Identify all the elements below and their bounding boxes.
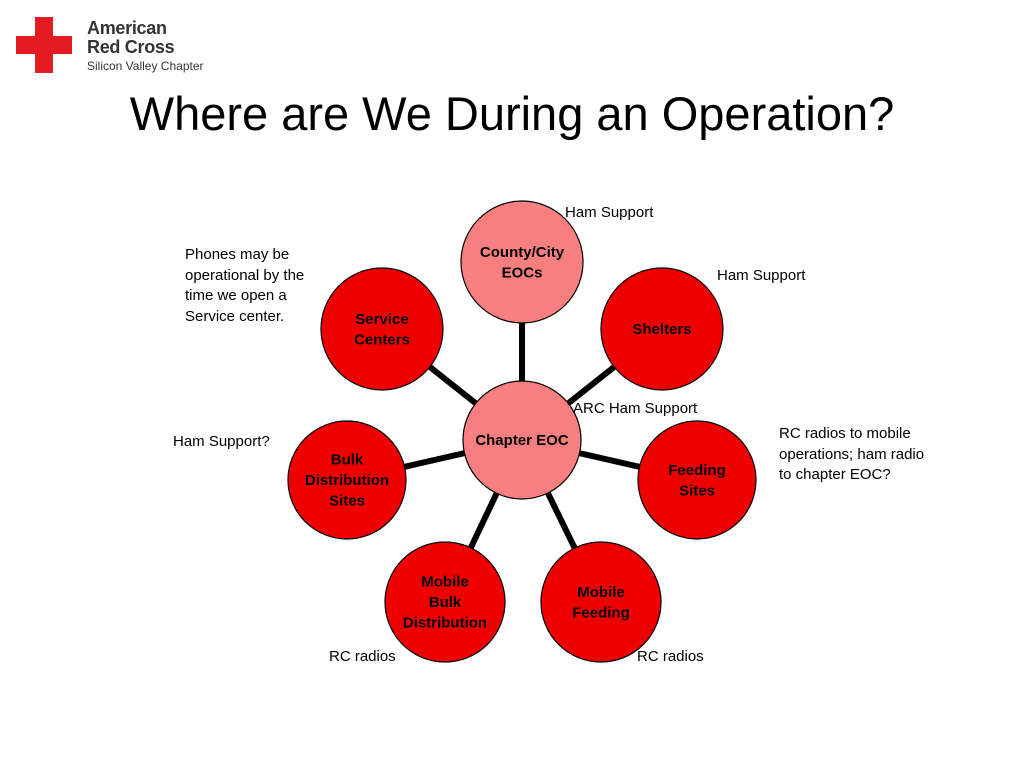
node-county-city-eocs-label: EOCs [502,264,543,281]
node-chapter-eoc-circle [462,380,582,500]
node-shelters-circle [600,267,724,391]
node-mobile-bulk-distribution-label: Distribution [403,615,487,632]
node-mobile-bulk-distribution-label: Mobile [421,574,469,591]
node-feeding-sites-label: Feeding [668,462,726,479]
node-mobile-bulk-distribution-label: Bulk [429,594,462,611]
node-mobile-feeding-circle [540,541,662,663]
node-county-city-eocs-label: County/City [480,244,565,261]
node-mobile-feeding-label: Mobile [577,584,625,601]
page-title: Where are We During an Operation? [129,87,895,140]
node-bulk-distribution-sites-label: Bulk [331,452,364,469]
node-mobile-feeding-label: Feeding [572,604,630,621]
logo-line-chapter: Silicon Valley Chapter [87,59,204,73]
node-chapter-eoc: Chapter EOC [462,380,582,500]
node-shelters: Shelters [600,267,724,391]
node-service-centers-circle [320,267,444,391]
note-rc-radios-mobile-feeding: RC radios [637,648,704,665]
note-arc-ham-support: ARC Ham Support [573,400,698,417]
note-ham-support-shelters: Ham Support [717,267,806,284]
node-bulk-distribution-sites-circle [287,420,407,540]
node-mobile-bulk-distribution-circle [384,541,506,663]
logo-wordmark: American Red Cross Silicon Valley Chapte… [87,19,204,74]
note-rc-radios-mobile-bulk: RC radios [329,648,396,665]
node-bulk-distribution-sites-label: Sites [329,493,365,510]
note-phones-service: Phones may be operational by the time we… [185,246,305,325]
node-feeding-sites-label: Sites [679,482,715,499]
note-ham-support-bulk: Ham Support? [173,433,270,450]
node-chapter-eoc-label: Chapter EOC [475,432,569,449]
node-bulk-distribution-sites-label: Distribution [305,472,389,489]
node-county-city-eocs-circle [460,200,584,324]
red-cross-icon [16,17,72,73]
node-shelters-label: Shelters [632,321,691,338]
logo-line-red-cross: Red Cross [87,37,175,57]
logo-line-american: American [87,18,167,38]
note-ham-support-county: Ham Support [565,204,654,221]
node-feeding-sites-circle [637,420,757,540]
note-rc-radios-feeding: RC radios to mobile operations; ham radi… [779,425,925,483]
node-service-centers-label: Service [355,311,408,328]
red-cross-logo: American Red Cross Silicon Valley Chapte… [16,15,226,75]
node-service-centers-label: Centers [354,331,410,348]
